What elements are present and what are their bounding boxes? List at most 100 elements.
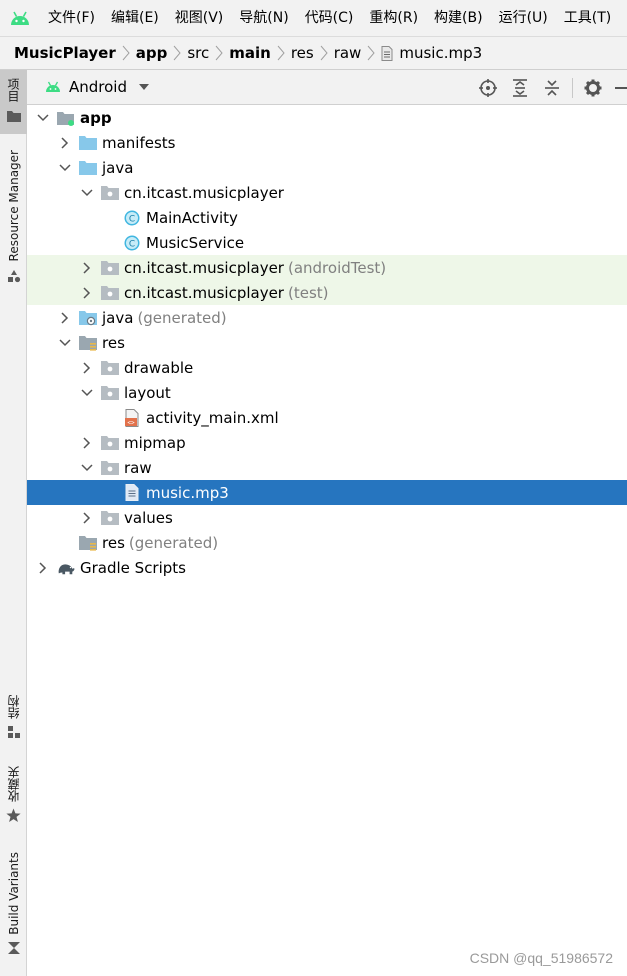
left-tool-strip: 项目 Resource Manager 结构 收藏夹 Build Variant… (0, 70, 27, 976)
tree-node-raw[interactable]: raw (27, 455, 627, 480)
tree-label: MusicService (146, 233, 245, 252)
chevron-right-icon[interactable] (79, 285, 95, 301)
package-icon (101, 509, 119, 527)
settings-button[interactable] (577, 70, 609, 105)
menu-navigate[interactable]: 导航(N) (239, 10, 289, 26)
menu-edit[interactable]: 编辑(E) (110, 10, 159, 26)
gear-icon (584, 79, 602, 96)
package-icon (101, 359, 119, 377)
package-icon (101, 284, 119, 302)
chevron-right-icon[interactable] (79, 510, 95, 526)
tree-label: java (102, 308, 134, 327)
breadcrumb-raw[interactable]: raw (333, 44, 362, 62)
chevron-right-icon[interactable] (57, 135, 73, 151)
project-panel-header: Android (27, 70, 627, 105)
tree-node-music-service[interactable]: C MusicService (27, 230, 627, 255)
chevron-right-icon (173, 45, 181, 61)
tab-structure[interactable]: 结构 (0, 695, 27, 750)
package-icon (101, 384, 119, 402)
expand-all-icon (513, 78, 527, 97)
expand-all-button[interactable] (504, 70, 536, 105)
breadcrumb-src[interactable]: src (187, 44, 210, 62)
module-folder-icon (57, 109, 75, 127)
chevron-right-icon[interactable] (79, 360, 95, 376)
menu-tools[interactable]: 工具(T) (563, 10, 612, 26)
package-icon (101, 459, 119, 477)
file-icon (381, 45, 393, 61)
folder-icon (79, 134, 97, 152)
tree-node-activity-main-xml[interactable]: <> activity_main.xml (27, 405, 627, 430)
menu-view[interactable]: 视图(V) (174, 10, 224, 26)
menu-file[interactable]: 文件(F) (48, 10, 95, 26)
tree-node-layout[interactable]: layout (27, 380, 627, 405)
chevron-right-icon (320, 45, 328, 61)
menu-refactor[interactable]: 重构(R) (369, 10, 419, 26)
hide-panel-button[interactable] (609, 70, 627, 105)
breadcrumb-res[interactable]: res (290, 44, 314, 62)
chevron-right-icon[interactable] (57, 310, 73, 326)
tree-label-suffix: (androidTest) (287, 258, 387, 277)
chevron-down-icon[interactable] (79, 185, 95, 201)
tree-node-drawable[interactable]: drawable (27, 355, 627, 380)
tab-favorites[interactable]: 收藏夹 (0, 766, 27, 831)
chevron-down-icon[interactable] (57, 160, 73, 176)
tree-node-package-main[interactable]: cn.itcast.musicplayer (27, 180, 627, 205)
tree-label-suffix: (generated) (137, 308, 227, 327)
chevron-down-icon[interactable] (35, 110, 51, 126)
tree-label-suffix: (test) (287, 283, 329, 302)
chevron-right-icon[interactable] (79, 435, 95, 451)
tab-resource-manager[interactable]: Resource Manager (0, 150, 27, 290)
tree-node-gradle-scripts[interactable]: Gradle Scripts (27, 555, 627, 580)
view-mode-dropdown[interactable]: Android (27, 78, 149, 96)
collapse-all-button[interactable] (536, 70, 568, 105)
chevron-down-icon[interactable] (57, 335, 73, 351)
tree-node-java[interactable]: java (27, 155, 627, 180)
breadcrumb: MusicPlayer app src main res raw music.m… (0, 36, 627, 70)
tree-node-mipmap[interactable]: mipmap (27, 430, 627, 455)
locate-button[interactable] (472, 70, 504, 105)
watermark: CSDN @qq_51986572 (469, 950, 613, 966)
resource-folder-icon (79, 534, 97, 552)
tree-node-main-activity[interactable]: C MainActivity (27, 205, 627, 230)
menu-run[interactable]: 运行(U) (498, 10, 548, 26)
tree-node-package-test[interactable]: cn.itcast.musicplayer (test) (27, 280, 627, 305)
build-variants-icon (7, 941, 20, 954)
tree-label: res (102, 533, 125, 552)
chevron-down-icon[interactable] (79, 460, 95, 476)
tree-node-app[interactable]: app (27, 105, 627, 130)
tree-node-manifests[interactable]: manifests (27, 130, 627, 155)
tree-label: music.mp3 (146, 483, 229, 502)
tree-node-package-android-test[interactable]: cn.itcast.musicplayer (androidTest) (27, 255, 627, 280)
tab-structure-label: 结构 (7, 695, 21, 719)
tab-build-variants[interactable]: Build Variants (0, 852, 27, 962)
file-icon (123, 484, 141, 502)
tab-project-label: 项目 (6, 78, 20, 102)
menu-build[interactable]: 构建(B) (434, 10, 483, 26)
tab-build-variants-label: Build Variants (6, 852, 21, 935)
chevron-down-icon[interactable] (79, 385, 95, 401)
tree-node-music-mp3[interactable]: music.mp3 (27, 480, 627, 505)
folder-icon (79, 159, 97, 177)
class-icon: C (123, 234, 141, 252)
android-logo-icon (0, 0, 40, 36)
breadcrumb-main[interactable]: main (229, 44, 271, 62)
tree-node-res[interactable]: res (27, 330, 627, 355)
chevron-right-icon[interactable] (35, 560, 51, 576)
svg-text:<>: <> (127, 419, 135, 426)
tree-node-java-generated[interactable]: java (generated) (27, 305, 627, 330)
breadcrumb-project[interactable]: MusicPlayer (14, 44, 116, 62)
tree-label: manifests (102, 133, 176, 152)
tab-project[interactable]: 项目 (0, 70, 27, 134)
tree-label: app (80, 108, 112, 127)
breadcrumb-file[interactable]: music.mp3 (381, 44, 482, 62)
breadcrumb-app[interactable]: app (135, 44, 168, 62)
svg-text:C: C (129, 239, 135, 249)
tree-node-values[interactable]: values (27, 505, 627, 530)
tree-label: java (102, 158, 134, 177)
tree-node-res-generated[interactable]: res (generated) (27, 530, 627, 555)
chevron-down-icon (139, 84, 149, 90)
tab-resource-manager-label: Resource Manager (6, 150, 21, 262)
menu-code[interactable]: 代码(C) (304, 10, 354, 26)
tab-favorites-label: 收藏夹 (7, 766, 21, 802)
chevron-right-icon[interactable] (79, 260, 95, 276)
